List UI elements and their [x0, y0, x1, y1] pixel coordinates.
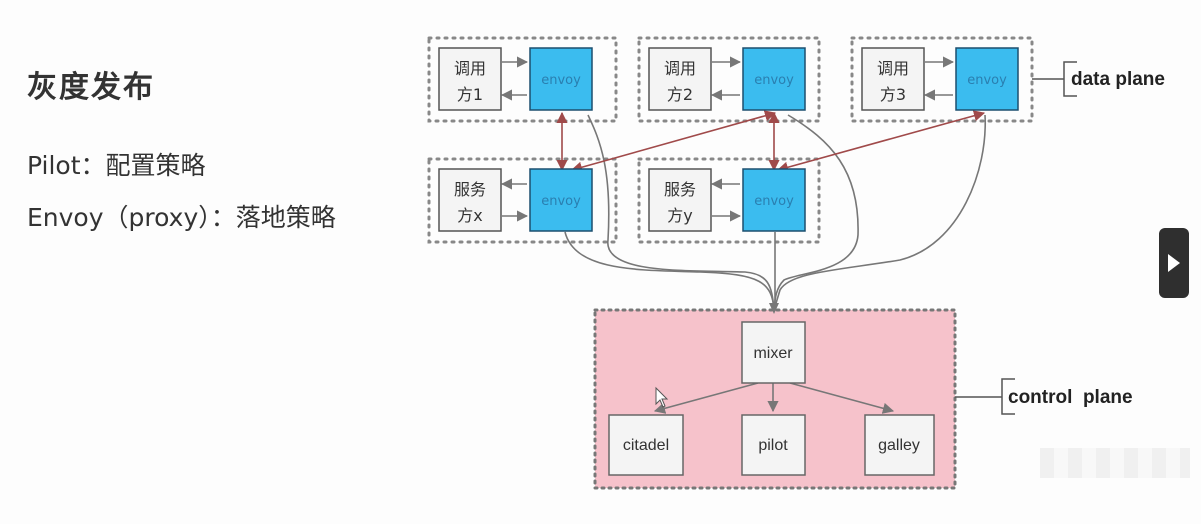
blurred-watermark [1040, 448, 1190, 478]
envoy-label-caller-1: envoy [541, 73, 581, 88]
envoy-label-service-y: envoy [754, 194, 794, 209]
mixer-box [741, 321, 806, 384]
caller-3-line1: 调用 [877, 59, 909, 78]
control-plane-label: control plane [1008, 387, 1133, 408]
service-y-line2: 方y [667, 206, 692, 225]
slide-title: 灰度发布 [27, 70, 155, 105]
service-box-y: 服务 方y [648, 168, 712, 232]
galley-box [864, 414, 935, 476]
pilot-box [741, 414, 806, 476]
envoy-box-caller-3 [955, 47, 1019, 111]
player-play-button[interactable] [1159, 228, 1189, 298]
caller-2-line1: 调用 [664, 59, 696, 78]
caller-3-line2: 方3 [880, 85, 906, 104]
galley-label: galley [878, 437, 920, 454]
pilot-label: pilot [758, 437, 788, 454]
service-box-x: 服务 方x [438, 168, 502, 232]
envoy-box-service-x [529, 168, 593, 232]
envoy-box-service-y [742, 168, 806, 232]
caller-2-line2: 方2 [667, 85, 693, 104]
envoy-description: Envoy（proxy）：落地策略 [27, 203, 336, 232]
envoy-box-caller-2 [742, 47, 806, 111]
mouse-cursor-icon [655, 386, 669, 408]
envoy-box-caller-1 [529, 47, 593, 111]
caller-1-line1: 调用 [454, 59, 486, 78]
service-x-line2: 方x [457, 206, 482, 225]
envoy-label-caller-2: envoy [754, 73, 794, 88]
service-y-line1: 服务 [664, 180, 696, 199]
pod-group-service-x [427, 157, 618, 244]
envoy-label-service-x: envoy [541, 194, 581, 209]
play-icon [1168, 254, 1180, 272]
caller-box-1: 调用 方1 [438, 47, 502, 111]
caller-1-line2: 方1 [457, 85, 483, 104]
envoy-label-caller-3: envoy [967, 73, 1007, 88]
citadel-box [608, 414, 684, 476]
data-plane-label: data plane [1071, 69, 1165, 90]
service-x-line1: 服务 [454, 180, 486, 199]
caller-box-2: 调用 方2 [648, 47, 712, 111]
mixer-label: mixer [753, 345, 793, 362]
caller-box-3: 调用 方3 [861, 47, 925, 111]
pilot-description: Pilot：配置策略 [27, 151, 206, 180]
pod-group-caller-1 [427, 36, 618, 123]
citadel-label: citadel [623, 437, 669, 454]
